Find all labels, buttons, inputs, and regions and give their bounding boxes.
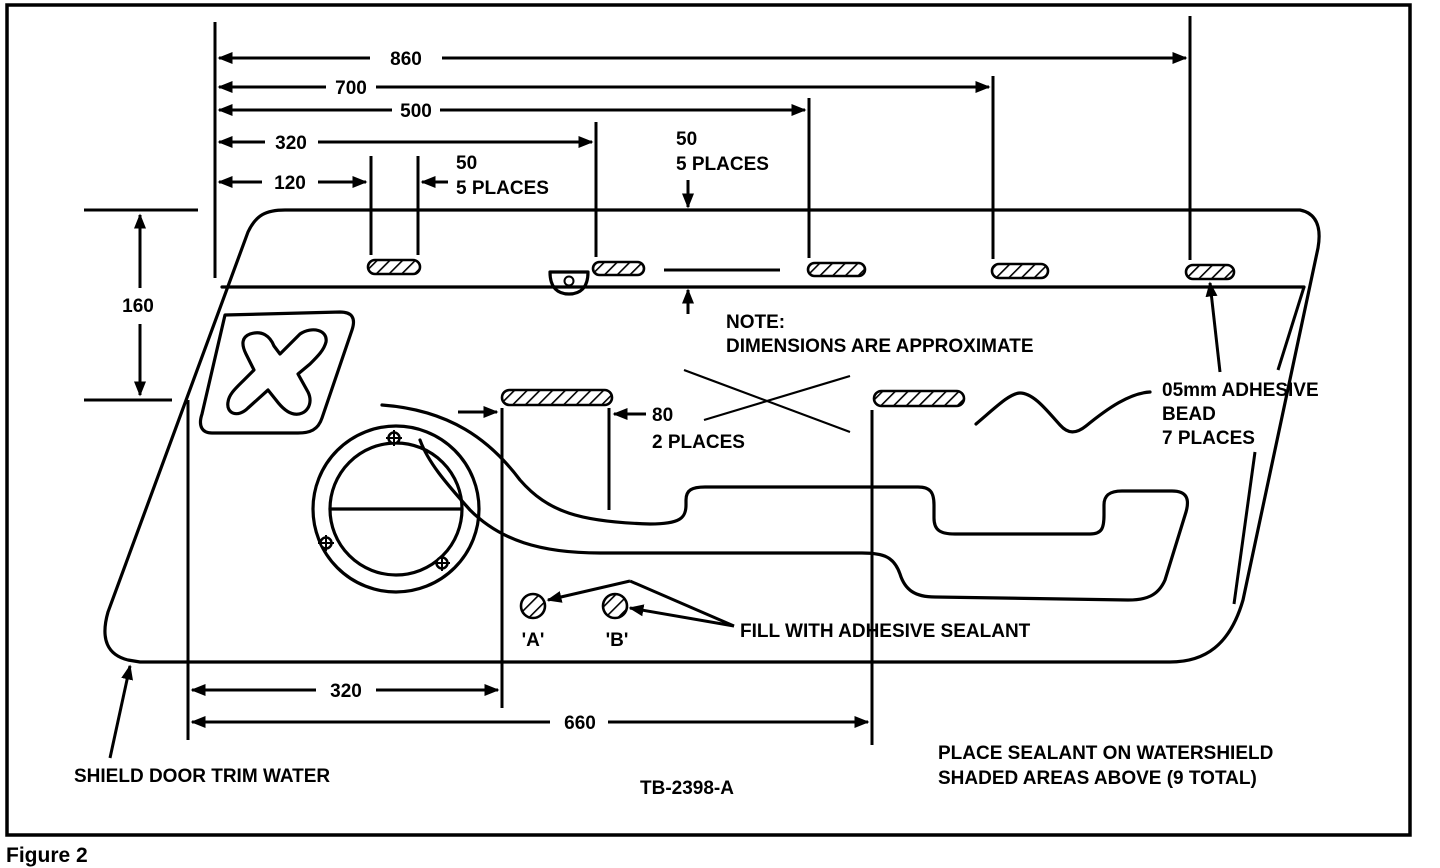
dimension-lines xyxy=(134,52,1188,728)
bead-1 xyxy=(366,258,422,276)
center-cross xyxy=(683,368,851,434)
clip-tab xyxy=(548,270,590,296)
dim-700-label: 700 xyxy=(335,78,367,99)
hole-a-label: 'A' xyxy=(522,630,545,651)
leader-lines xyxy=(108,281,1306,759)
bead-2 xyxy=(591,260,646,277)
dim-160-label: 160 xyxy=(122,296,154,317)
bead-4 xyxy=(990,262,1050,280)
bead-7 xyxy=(872,389,966,408)
dim-50b-value: 50 xyxy=(676,129,697,150)
sealant-holes xyxy=(519,592,629,620)
dim-320-bottom-label: 320 xyxy=(330,681,362,702)
fill-leader-b xyxy=(628,604,735,628)
mounting-point-top xyxy=(386,430,402,446)
hole-a xyxy=(519,592,547,620)
dim-80-value: 80 xyxy=(652,405,673,426)
part-name-label: SHIELD DOOR TRIM WATER xyxy=(74,766,330,787)
wave-contour xyxy=(974,390,1152,434)
dim-320-top-label: 320 xyxy=(275,133,307,154)
dim-120-label: 120 xyxy=(274,173,306,194)
note-heading: NOTE: xyxy=(726,312,785,333)
drawing-number: TB-2398-A xyxy=(640,778,734,799)
fill-leader-a xyxy=(546,579,631,603)
note-text: DIMENSIONS ARE APPROXIMATE xyxy=(726,336,1034,357)
fill-sealant-label: FILL WITH ADHESIVE SEALANT xyxy=(740,621,1031,642)
dim-80-places: 2 PLACES xyxy=(652,432,745,453)
bead-callout-line2: BEAD xyxy=(1162,404,1216,425)
dimension-labels: 860 700 500 320 120 50 5 PLACES 50 5 PLA… xyxy=(122,49,769,734)
bead-leader xyxy=(1205,281,1222,373)
hole-b xyxy=(601,592,629,620)
instruction-line2: SHADED AREAS ABOVE (9 TOTAL) xyxy=(938,768,1257,789)
dim-660-label: 660 xyxy=(564,713,596,734)
bead-callout-line1: 05mm ADHESIVE xyxy=(1162,380,1319,401)
dim-50a-places: 5 PLACES xyxy=(456,178,549,199)
hole-b-label: 'B' xyxy=(606,630,629,651)
extension-lines xyxy=(84,16,1192,745)
bead-3 xyxy=(806,261,867,278)
part-name-leader xyxy=(108,664,133,759)
figure-frame xyxy=(5,3,1412,837)
adhesive-beads xyxy=(366,258,1236,408)
mounting-point-left xyxy=(318,535,334,551)
watershield-outline xyxy=(103,208,1321,664)
armrest-contour xyxy=(380,403,1190,602)
instruction-line1: PLACE SEALANT ON WATERSHIELD xyxy=(938,743,1273,764)
bead-6 xyxy=(500,388,614,407)
dim-50a-value: 50 xyxy=(456,153,477,174)
mounting-point-right xyxy=(434,555,450,571)
figure-caption: Figure 2 xyxy=(6,844,88,867)
dim-50b-places: 5 PLACES xyxy=(676,154,769,175)
speaker-opening xyxy=(311,424,481,594)
dim-500-label: 500 xyxy=(400,101,432,122)
bead-callout-line3: 7 PLACES xyxy=(1162,428,1255,449)
dim-860-label: 860 xyxy=(390,49,422,70)
bead-5 xyxy=(1184,263,1236,281)
x-cutout xyxy=(198,310,356,435)
callout-labels: 05mm ADHESIVE BEAD 7 PLACES FILL WITH AD… xyxy=(74,380,1319,799)
note-block: NOTE: DIMENSIONS ARE APPROXIMATE xyxy=(726,312,1034,357)
